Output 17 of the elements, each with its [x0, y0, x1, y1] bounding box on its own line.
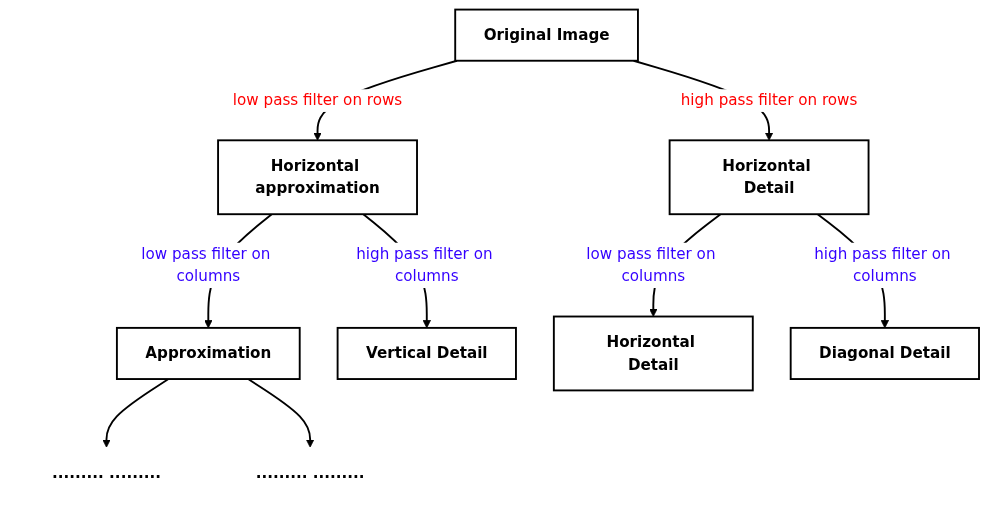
edge-label: low pass filter on rows: [233, 91, 403, 110]
edge-label: high pass filter on columns: [814, 244, 952, 286]
edge-label: high pass filter on rows: [681, 91, 858, 110]
edge-label: high pass filter on columns: [356, 244, 493, 286]
node-box: Horizontal Detail: [669, 139, 870, 216]
node-box: Horizontal approximation: [217, 139, 419, 216]
node-box: Original Image: [454, 8, 640, 62]
node-box: Horizontal Detail: [553, 315, 755, 392]
node-text: ......... .........: [256, 463, 366, 482]
node-box: Approximation: [116, 326, 302, 380]
arrow: [102, 378, 170, 448]
arrow: [247, 378, 315, 448]
node-box: Diagonal Detail: [790, 326, 981, 380]
node-text: ......... .........: [52, 463, 162, 482]
node-box: Vertical Detail: [337, 326, 518, 380]
edge-label: low pass filter on columns: [141, 244, 271, 286]
edge-label: low pass filter on columns: [586, 244, 716, 286]
